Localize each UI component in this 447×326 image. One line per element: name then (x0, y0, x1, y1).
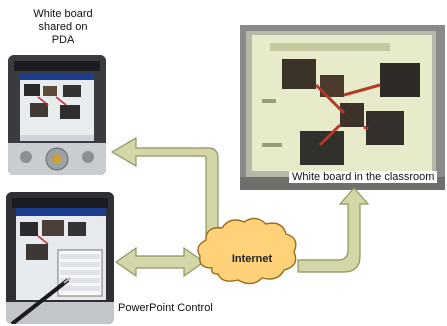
arrow-pda-bottom-cloud (114, 246, 206, 278)
pda-shared-caption-line1: White board (33, 8, 93, 20)
pda-shared-caption: White board shared on PDA (28, 8, 98, 47)
arrow-to-pda-top (110, 136, 219, 241)
pda-whiteboard-photo (8, 55, 106, 175)
pda-powerpoint-photo (6, 192, 114, 324)
arrow-to-classroom (297, 187, 370, 273)
classroom-whiteboard-photo (240, 25, 445, 190)
internet-label: Internet (231, 253, 273, 265)
internet-cloud (197, 217, 297, 285)
classroom-caption: White board in the classroom (289, 171, 438, 183)
pda-shared-caption-line2: shared on PDA (38, 21, 88, 46)
powerpoint-caption: PowerPoint Control (118, 302, 213, 314)
